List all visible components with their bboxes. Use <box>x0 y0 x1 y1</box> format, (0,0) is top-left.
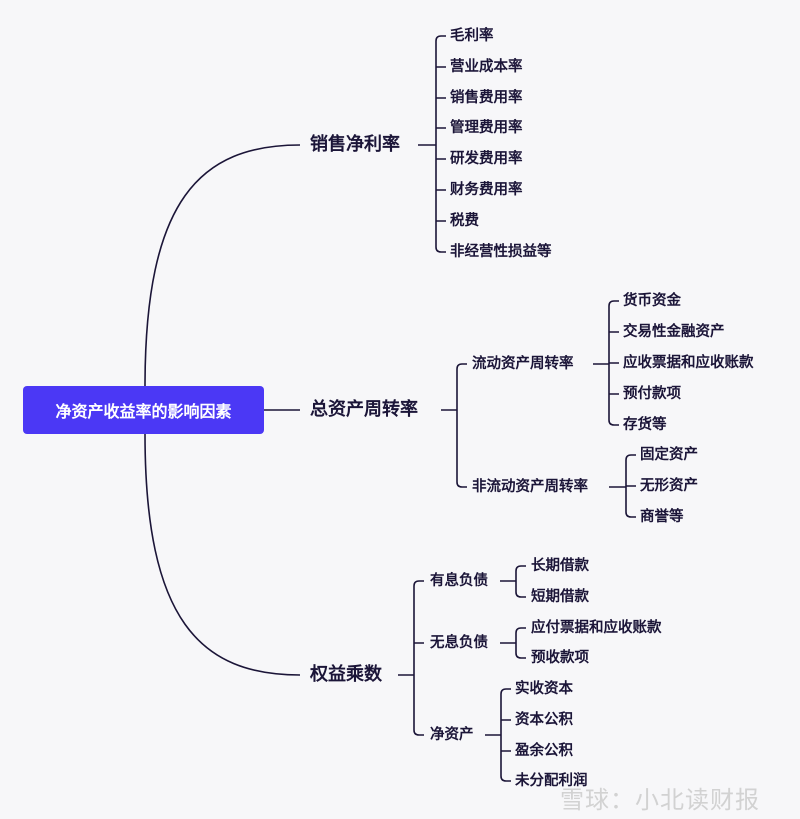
node-7-2[interactable]: 盈余公积 <box>515 743 573 759</box>
node-0-0[interactable]: 毛利率 <box>450 28 494 44</box>
node-0-7[interactable]: 非经营性损益等 <box>450 244 552 260</box>
node-2-3[interactable]: 预付款项 <box>623 386 681 402</box>
node-4-2[interactable]: 净资产 <box>430 727 474 743</box>
node-net-profit-margin[interactable]: 销售净利率 <box>310 134 400 155</box>
node-2-2[interactable]: 应收票据和应收账款 <box>623 355 754 371</box>
node-0-2[interactable]: 销售费用率 <box>450 90 523 106</box>
node-0-4[interactable]: 研发费用率 <box>450 151 523 167</box>
node-7-0[interactable]: 实收资本 <box>515 681 573 697</box>
node-2-4[interactable]: 存货等 <box>623 417 667 433</box>
node-5-0[interactable]: 长期借款 <box>531 558 589 574</box>
node-2-0[interactable]: 货币资金 <box>623 293 681 309</box>
branch-lines <box>144 35 636 782</box>
root-node[interactable]: 净资产收益率的影响因素 <box>23 386 264 434</box>
node-asset-turnover[interactable]: 总资产周转率 <box>310 399 418 420</box>
node-3-1[interactable]: 无形资产 <box>640 478 698 494</box>
node-7-1[interactable]: 资本公积 <box>515 712 573 728</box>
node-4-1[interactable]: 无息负债 <box>430 635 488 651</box>
node-0-6[interactable]: 税费 <box>450 213 479 229</box>
node-3-2[interactable]: 商誉等 <box>640 509 684 525</box>
node-2-1[interactable]: 交易性金融资产 <box>623 324 725 340</box>
node-3-0[interactable]: 固定资产 <box>640 447 698 463</box>
node-0-1[interactable]: 营业成本率 <box>450 59 523 75</box>
node-6-0[interactable]: 应付票据和应收账款 <box>531 620 662 636</box>
node-5-1[interactable]: 短期借款 <box>531 589 589 605</box>
node-1-0[interactable]: 流动资产周转率 <box>472 356 574 372</box>
node-1-1[interactable]: 非流动资产周转率 <box>472 479 588 495</box>
watermark: 雪球：小北读财报 <box>560 786 760 814</box>
node-4-0[interactable]: 有息负债 <box>430 573 488 589</box>
node-0-5[interactable]: 财务费用率 <box>450 182 523 198</box>
node-7-3[interactable]: 未分配利润 <box>515 773 588 789</box>
node-0-3[interactable]: 管理费用率 <box>450 120 523 136</box>
node-6-1[interactable]: 预收款项 <box>531 650 589 666</box>
node-equity-multiplier[interactable]: 权益乘数 <box>310 664 382 685</box>
